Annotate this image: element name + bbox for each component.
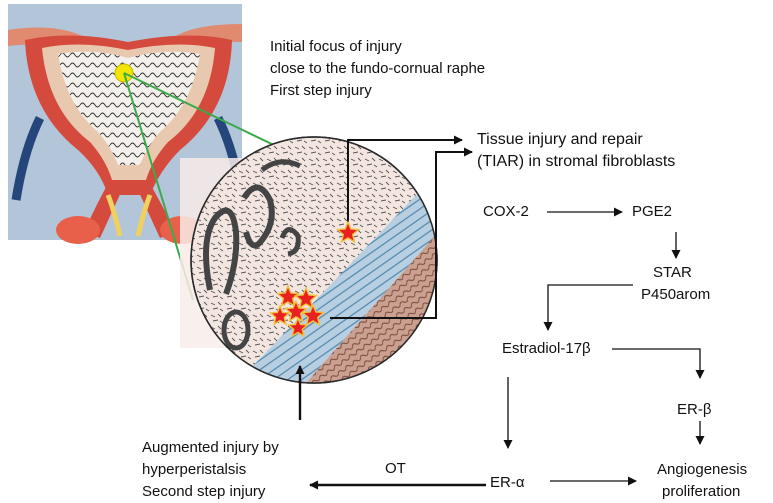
second-line-3: Second step injury (142, 481, 265, 502)
tiar-line-2: (TIAR) in stromal fibroblasts (477, 151, 675, 172)
node-er-alpha: ER-α (490, 472, 525, 493)
arrow-star-estradiol (548, 285, 633, 330)
node-cox2: COX-2 (483, 201, 529, 222)
node-angiogenesis: Angiogenesis (657, 459, 747, 480)
intro-line-3: First step injury (270, 80, 372, 101)
arrow-estradiol-erbeta (612, 349, 700, 378)
intro-line-2: close to the fundo-cornual raphe (270, 58, 485, 79)
node-proliferation: proliferation (662, 481, 740, 502)
node-star: STAR (653, 262, 692, 283)
node-er-beta: ER-β (677, 399, 711, 420)
node-estradiol: Estradiol-17β (502, 338, 591, 359)
node-pge2: PGE2 (632, 201, 672, 222)
second-line-1: Augmented injury by (142, 437, 279, 458)
left-lobe (56, 216, 100, 244)
magnified-tissue (180, 136, 440, 390)
second-line-2: hyperperistalsis (142, 459, 246, 480)
intro-line-1: Initial focus of injury (270, 36, 402, 57)
tiar-line-1: Tissue injury and repair (477, 129, 643, 150)
label-ot: OT (385, 458, 406, 479)
node-p450arom: P450arom (641, 284, 710, 305)
